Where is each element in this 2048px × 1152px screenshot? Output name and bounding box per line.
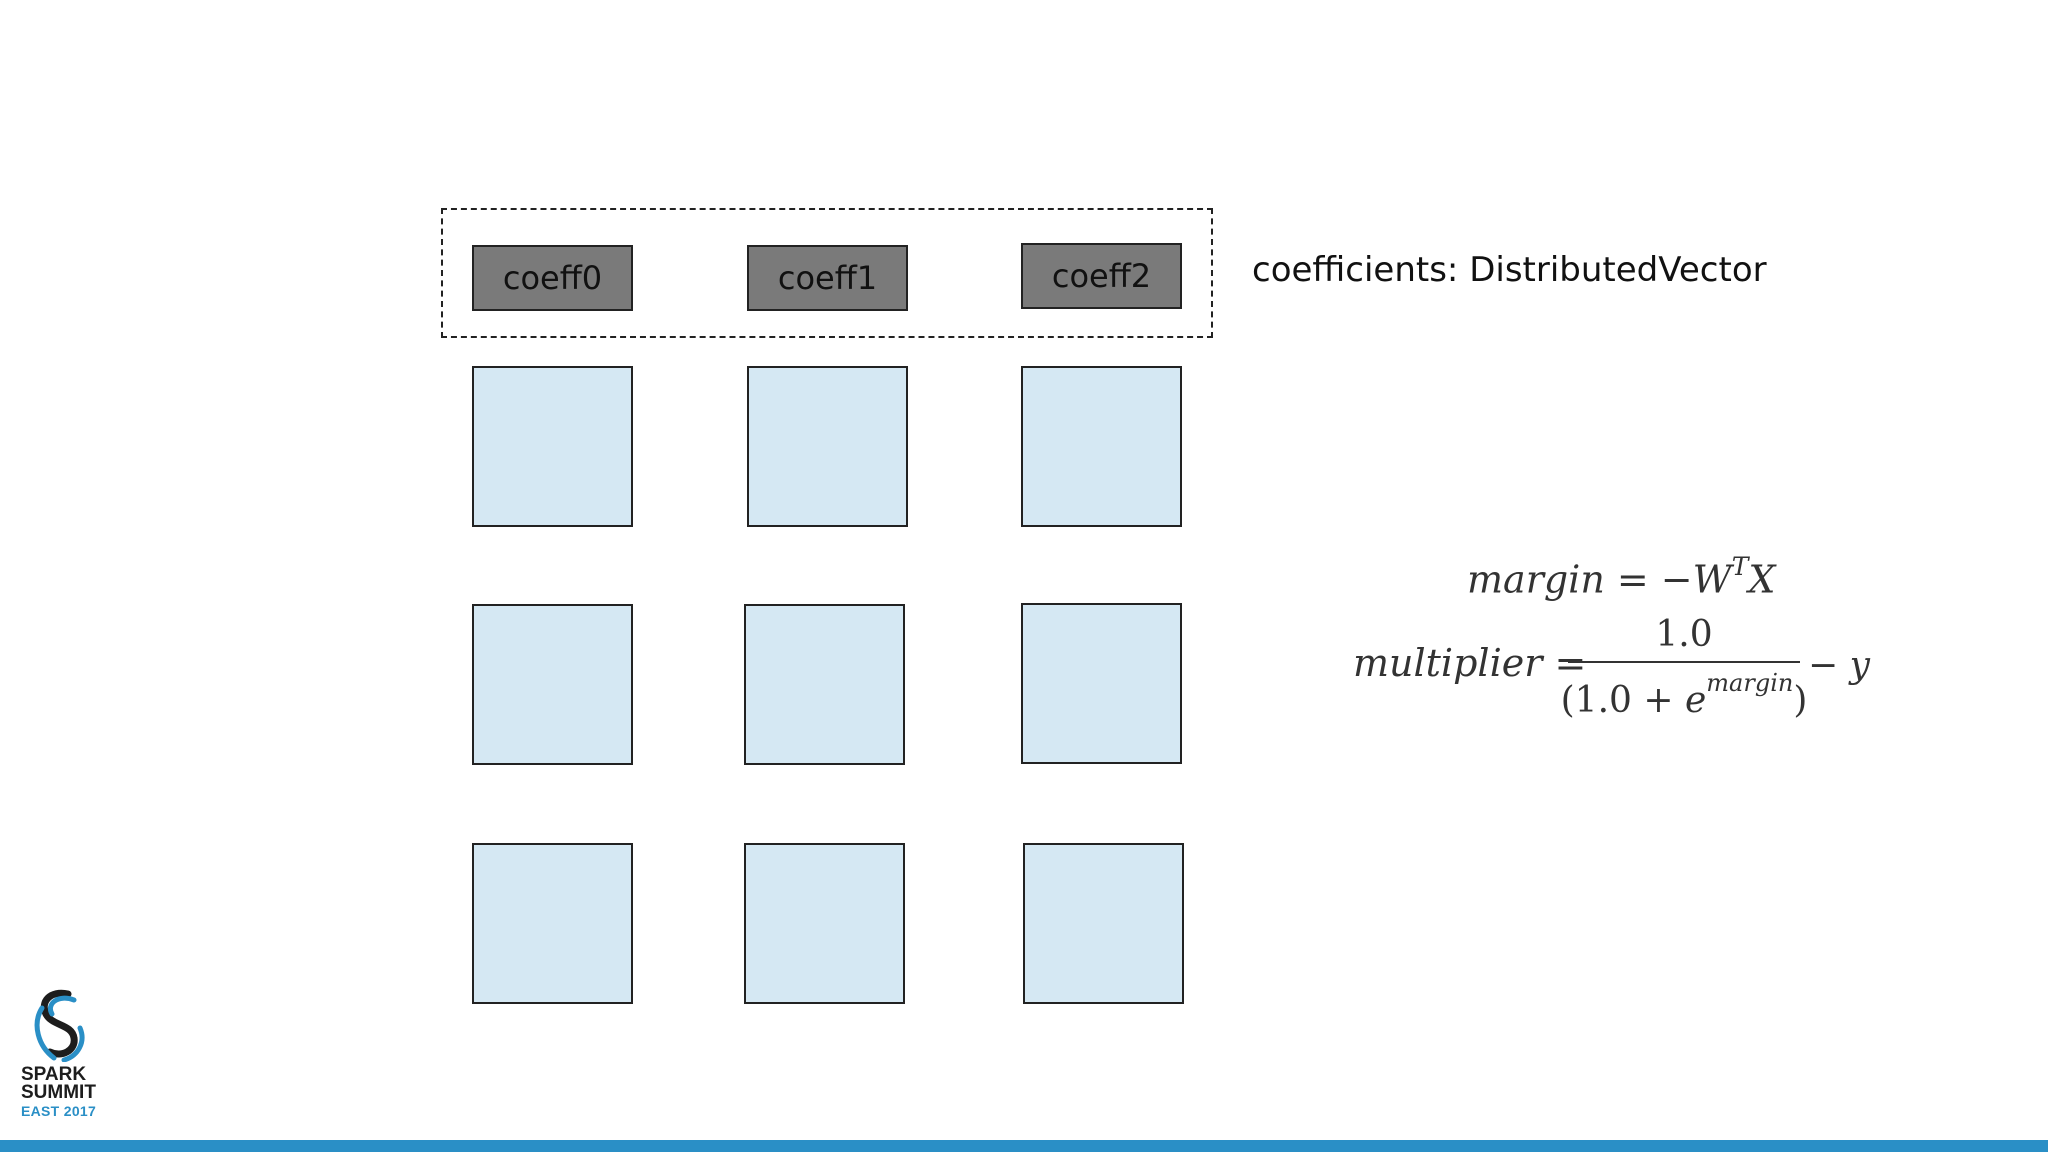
multiplier-lhs: multiplier — [1353, 641, 1543, 685]
coeff0-label: coeff0 — [502, 259, 603, 297]
tail-minus: − — [1808, 645, 1850, 686]
partition-cell-r2c1 — [472, 604, 633, 765]
den-exponent: margin — [1706, 669, 1794, 697]
partition-cell-r1c2 — [747, 366, 908, 527]
coeff2-box: coeff2 — [1021, 243, 1182, 309]
multiplier-tail: − y — [1808, 645, 1870, 686]
multiplier-fraction: 1.0 (1.0 + emargin) — [1561, 613, 1808, 723]
margin-x: X — [1748, 557, 1776, 602]
den-close: ) — [1793, 680, 1808, 721]
logo-line-spark: SPARK — [21, 1064, 87, 1085]
margin-equals: = − — [1604, 557, 1693, 602]
margin-transpose: T — [1731, 552, 1749, 581]
coefficients-caption: coefficients: DistributedVector — [1252, 250, 1767, 290]
multiplier-equals: = — [1542, 641, 1587, 685]
fraction-bar — [1568, 661, 1800, 663]
coefficients-group — [441, 208, 1213, 338]
tail-y: y — [1849, 645, 1870, 686]
coeff2-label: coeff2 — [1051, 257, 1152, 295]
fraction-denominator: (1.0 + emargin) — [1561, 669, 1808, 723]
logo-line-event: EAST 2017 — [21, 1103, 97, 1119]
logo-wordmark: SPARK SUMMIT EAST 2017 — [21, 1064, 111, 1120]
multiplier-lhs-group: multiplier = — [1353, 641, 1586, 685]
den-e: e — [1684, 680, 1707, 721]
partition-cell-r1c3 — [1021, 366, 1182, 527]
partition-cell-r3c1 — [472, 843, 633, 1004]
coeff1-box: coeff1 — [747, 245, 908, 311]
partition-cell-r3c3 — [1023, 843, 1184, 1004]
partition-cell-r2c2 — [744, 604, 905, 765]
bottom-accent-bar — [0, 1140, 2048, 1152]
coeff1-label: coeff1 — [777, 259, 878, 297]
partition-cell-r2c3 — [1021, 603, 1182, 764]
margin-formula: margin = −WTX — [1467, 552, 1776, 602]
partition-cell-r3c2 — [744, 843, 905, 1004]
spark-summit-logo: SPARK SUMMIT EAST 2017 — [18, 988, 98, 1120]
margin-lhs: margin — [1467, 557, 1605, 602]
margin-w: W — [1692, 557, 1732, 602]
fraction-numerator: 1.0 — [1655, 614, 1713, 655]
coeff0-box: coeff0 — [472, 245, 633, 311]
logo-line-summit: SUMMIT — [21, 1082, 96, 1103]
partition-cell-r1c1 — [472, 366, 633, 527]
spark-swirl-icon — [34, 989, 85, 1062]
den-open: (1.0 + — [1560, 680, 1685, 721]
